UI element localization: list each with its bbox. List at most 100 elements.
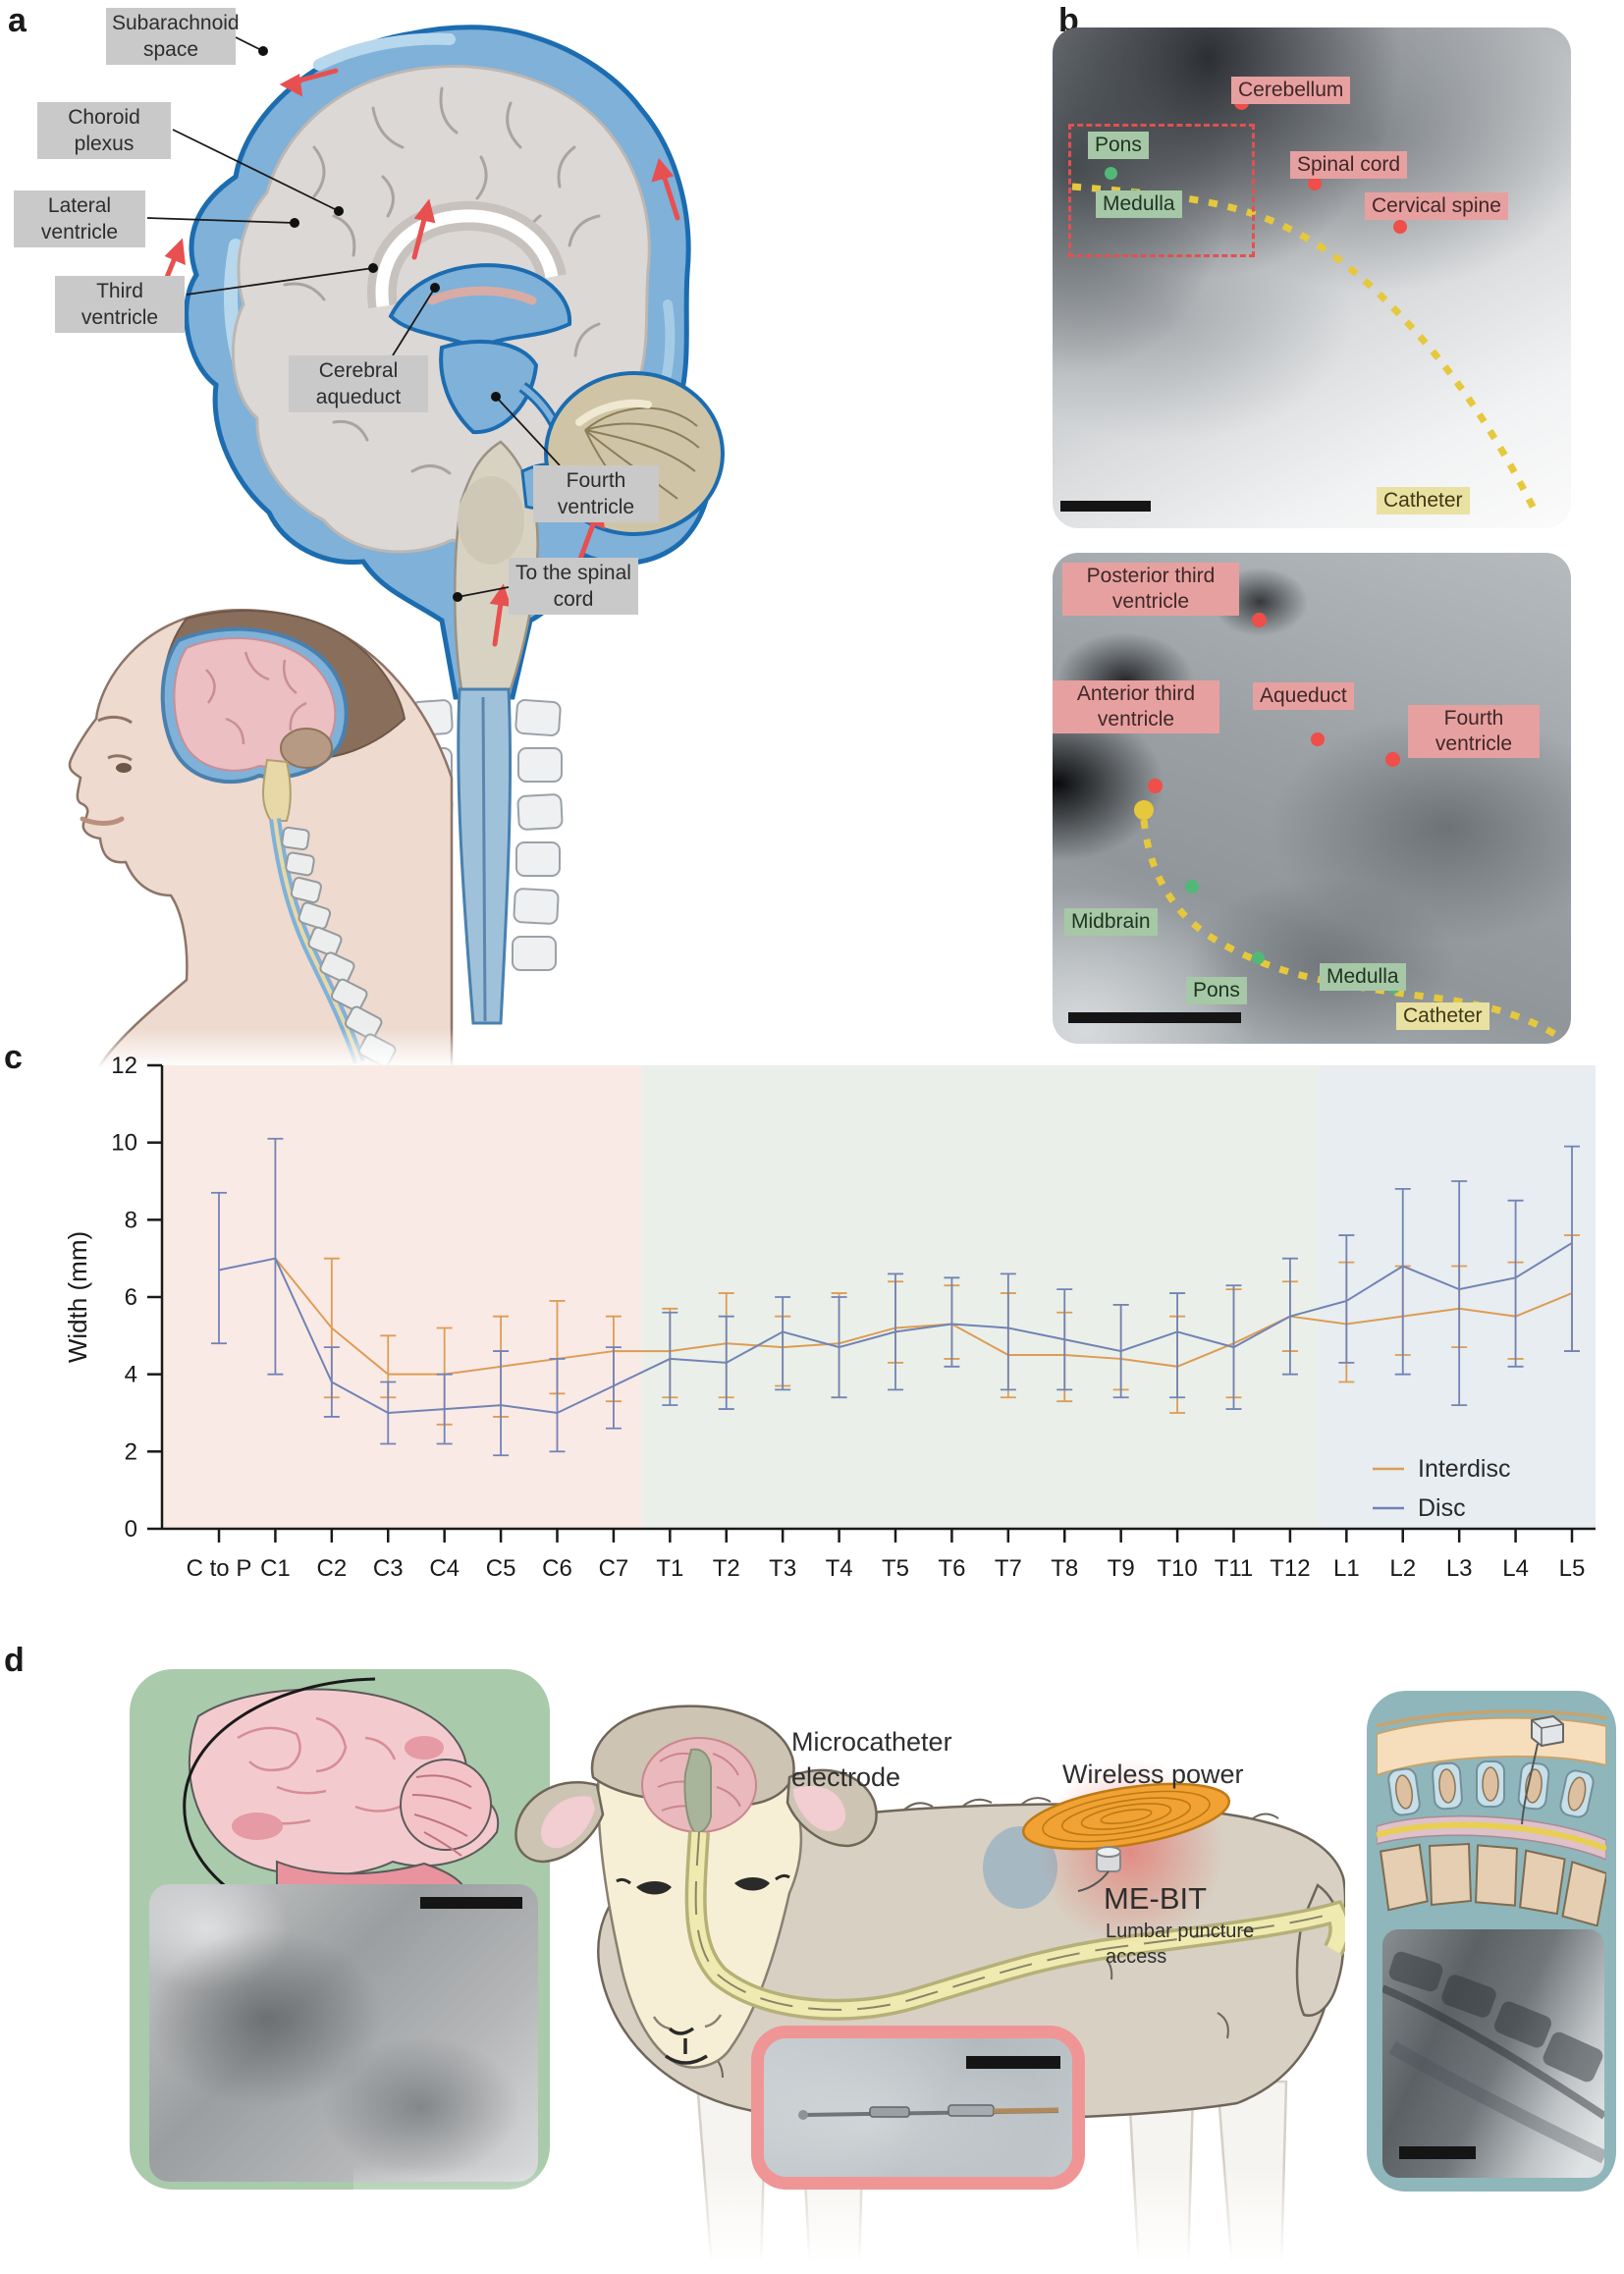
marker-aqueduct	[1311, 732, 1325, 746]
label-medulla-bottom: Medulla	[1320, 963, 1406, 991]
roi-dashed-box	[1068, 124, 1255, 257]
y-tick-label: 2	[125, 1438, 137, 1465]
panel-letter-d: d	[4, 1642, 25, 1679]
marker-midbrain	[1185, 880, 1199, 893]
label-medulla-top: Medulla	[1096, 190, 1182, 218]
x-tick-label: T7	[995, 1555, 1022, 1582]
x-tick-label: C4	[429, 1555, 460, 1582]
x-tick-label: T6	[938, 1555, 965, 1582]
label-pons-bottom: Pons	[1186, 977, 1247, 1004]
scale-bar	[1399, 2146, 1476, 2159]
label-cervical-spine: Cervical spine	[1365, 192, 1508, 220]
x-tick-label: T1	[656, 1555, 683, 1582]
sulci-lines	[283, 86, 601, 503]
y-tick-label: 12	[111, 1053, 137, 1079]
label-spinal-cord: Spinal cord	[1290, 151, 1408, 179]
label-posterior-third: Posterior third ventricle	[1062, 563, 1239, 616]
marker-pons-bottom	[1252, 951, 1265, 964]
label-pons-top: Pons	[1088, 132, 1149, 159]
legend-label-disc: Disc	[1418, 1494, 1466, 1522]
y-tick-label: 6	[125, 1284, 137, 1311]
line-interdisc	[274, 1258, 1573, 1376]
xray-ventriculogram: Posterior third ventricle Anterior third…	[1053, 553, 1571, 1044]
x-tick-label: C7	[599, 1555, 629, 1582]
x-tick-label: T11	[1215, 1555, 1254, 1582]
x-tick-label: L4	[1502, 1555, 1529, 1582]
label-wireless-power: Wireless power	[1062, 1760, 1244, 1789]
scale-bar	[966, 2056, 1060, 2069]
catheter-photo-inset	[751, 2026, 1085, 2190]
panel-letter-a: a	[8, 2, 27, 39]
label-mebit: ME-BIT	[1104, 1881, 1208, 1916]
x-tick-label: T4	[826, 1555, 853, 1582]
x-tick-label: C6	[542, 1555, 572, 1582]
x-tick-label: C1	[260, 1555, 291, 1582]
catheter-rod	[798, 2104, 1059, 2120]
wireless-coil-icon	[1021, 1782, 1231, 1851]
x-tick-label: L5	[1559, 1555, 1586, 1582]
x-tick-label: L3	[1446, 1555, 1473, 1582]
catheter-path-overlay-bottom	[1134, 800, 1567, 1044]
x-tick-label: T3	[769, 1555, 796, 1582]
x-tick-label: C to P	[187, 1555, 252, 1582]
catheter-photo	[764, 2038, 1072, 2177]
x-tick-label: T2	[713, 1555, 740, 1582]
xray-sheep-spine	[1382, 1929, 1604, 2178]
scale-bar	[1068, 1012, 1241, 1023]
scale-bar	[420, 1897, 522, 1909]
band-lumbar	[1318, 1065, 1596, 1529]
marker-anterior-third	[1148, 779, 1163, 793]
label-lateral-ventricle: Lateral ventricle	[14, 190, 145, 247]
x-tick-label: C2	[316, 1555, 347, 1582]
xray-lateral-skull: Cerebellum Pons Spinal cord Medulla Cerv…	[1053, 27, 1571, 528]
y-tick-label: 10	[111, 1130, 137, 1157]
marker-spinal-cord	[1308, 177, 1322, 190]
label-lumbar-puncture: Lumbar puncture access	[1106, 1921, 1255, 1968]
chart-bands	[162, 1065, 1596, 1529]
brain-sagittal-illustration	[156, 25, 725, 1025]
x-tick-label: C3	[373, 1555, 404, 1582]
y-tick-label: 4	[125, 1362, 137, 1388]
x-tick-label: C5	[486, 1555, 516, 1582]
x-tick-label: T9	[1108, 1555, 1135, 1582]
label-catheter-top: Catheter	[1377, 487, 1470, 514]
sheep-brain-sketch	[183, 1677, 500, 1895]
legend-label-interdisc: Interdisc	[1418, 1455, 1510, 1483]
label-catheter-bottom: Catheter	[1396, 1002, 1489, 1030]
implant-cube-icon	[1521, 1714, 1564, 1825]
label-fourth-ventricle: Fourth ventricle	[1408, 705, 1540, 758]
spine-xray-shapes	[1382, 1951, 1604, 2164]
label-aqueduct: Aqueduct	[1253, 682, 1354, 710]
panel-letter-c: c	[4, 1039, 23, 1076]
human-head-spine-illustration	[39, 609, 471, 1068]
scale-bar	[1060, 501, 1151, 512]
label-subarachnoid-space: Subarachnoid space	[106, 8, 240, 65]
y-axis-label: Width (mm)	[63, 1231, 92, 1363]
sheep-head	[514, 1705, 878, 2069]
label-microcatheter-electrode: Microcatheter electrode	[791, 1727, 952, 1792]
y-tick-label: 8	[125, 1207, 137, 1233]
label-cerebellum: Cerebellum	[1231, 77, 1351, 104]
label-fourth-ventricle: Fourth ventricle	[533, 465, 659, 522]
x-tick-label: T8	[1051, 1555, 1078, 1582]
marker-posterior-third	[1252, 613, 1267, 627]
microcatheter-tube	[684, 1831, 1345, 2021]
panel-a-leader-lines	[146, 36, 561, 602]
x-tick-label: L2	[1389, 1555, 1416, 1582]
spine-diagram	[1377, 1709, 1606, 1926]
y-tick-label: 0	[125, 1516, 137, 1543]
series-disc	[211, 1137, 1580, 1457]
marker-pons	[1105, 167, 1117, 180]
marker-cervical-spine	[1393, 220, 1407, 234]
x-tick-label: L1	[1333, 1555, 1360, 1582]
x-tick-label: T12	[1270, 1555, 1310, 1582]
marker-fourth-ventricle	[1385, 752, 1400, 767]
spine-inset-box	[1367, 1691, 1616, 2192]
x-tick-label: T10	[1157, 1555, 1197, 1582]
label-cerebral-aqueduct: Cerebral aqueduct	[289, 355, 428, 412]
line-disc	[218, 1242, 1573, 1415]
